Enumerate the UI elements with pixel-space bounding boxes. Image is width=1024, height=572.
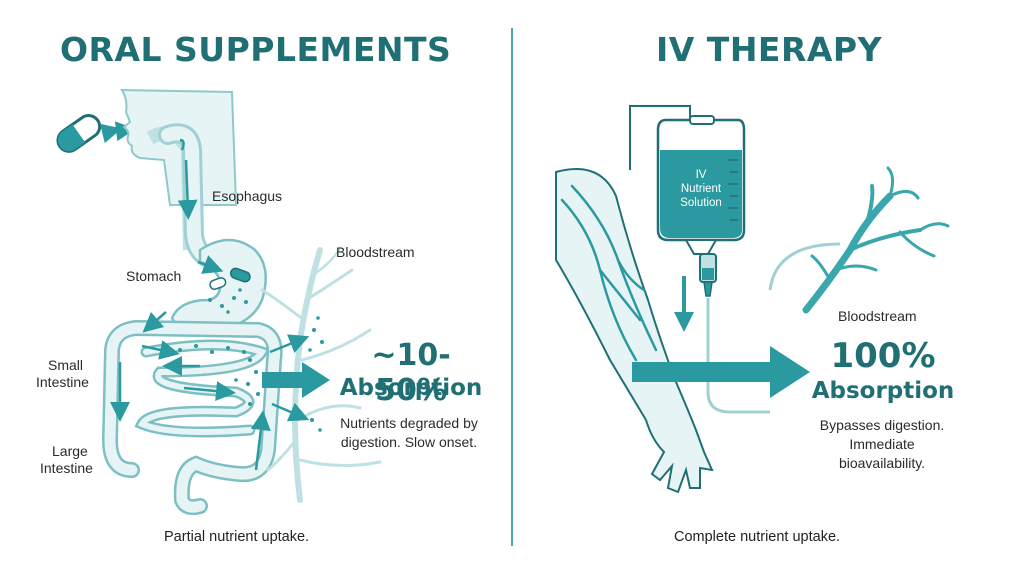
iv-absorption-label: Absorption [811, 378, 955, 404]
stomach-label: Stomach [126, 268, 182, 284]
small-intestine-label-line2: Intestine [36, 374, 89, 390]
arrow-right-icon [632, 346, 810, 398]
arm-icon [555, 168, 714, 494]
oral-absorption-percent: ~10-50% [371, 338, 451, 408]
digestive-tract-icon [101, 123, 283, 516]
iv-footer: Complete nutrient uptake. [674, 529, 841, 545]
head-profile-icon [120, 88, 238, 251]
oral-supplements-title: ORAL SUPPLEMENTS [60, 30, 452, 69]
large-intestine-label-line2: Intestine [40, 460, 93, 476]
small-intestine-label-line1: Small [48, 357, 84, 373]
panel-divider [511, 28, 513, 546]
iv-note-line2: Immediate [849, 436, 915, 452]
iv-absorption-percent: 100% [830, 336, 936, 376]
iv-line [629, 105, 841, 414]
oral-footer: Partial nutrient uptake. [164, 529, 310, 545]
large-intestine-label-line1: Large [52, 443, 88, 459]
blood-vessels-icon [802, 166, 950, 314]
iv-bag-label-line1: IV [695, 169, 707, 181]
iv-bag-icon [656, 115, 746, 255]
esophagus-label: Esophagus [212, 188, 283, 204]
oral-absorption-label: Absorption [339, 375, 483, 401]
oral-note-line2: digestion. Slow onset. [340, 434, 478, 450]
absorption-arrows [262, 316, 330, 432]
iv-bloodstream-label: Bloodstream [838, 308, 917, 324]
capsule-motion-arrows [99, 121, 136, 144]
arrow-right-icon [262, 362, 330, 398]
capsule-icon [56, 114, 102, 153]
iv-note-line1: Bypasses digestion. [819, 417, 945, 433]
bloodstream-label: Bloodstream [336, 244, 415, 260]
drip-down-arrow [674, 276, 694, 332]
drip-chamber-icon [699, 253, 717, 297]
oral-note-line1: Nutrients degraded by [340, 415, 478, 431]
iv-therapy-title: IV THERAPY [656, 30, 883, 69]
iv-note-line3: bioavailability. [838, 455, 926, 471]
iv-bag-label-line3: Solution [680, 197, 722, 209]
iv-bag-label-line2: Nutrient [680, 183, 722, 195]
